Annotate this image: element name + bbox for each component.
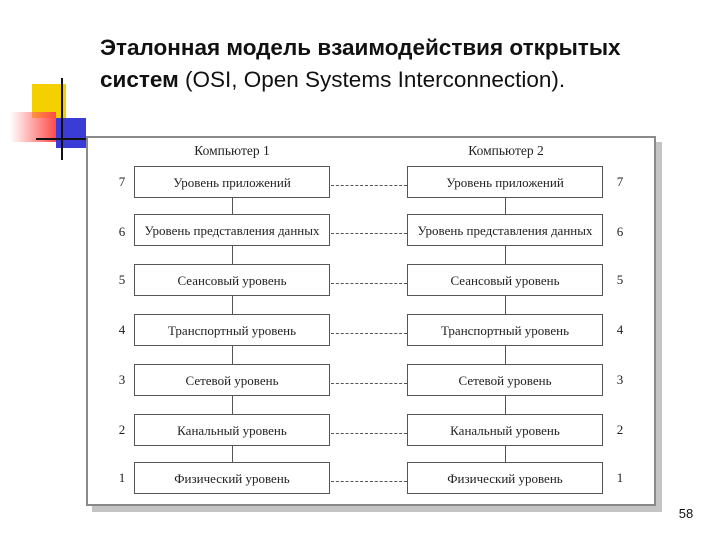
right-layer-box: Уровень представления данных xyxy=(407,214,603,246)
right-layer-number: 6 xyxy=(616,224,624,239)
computer-2-header: Компьютер 2 xyxy=(468,143,544,158)
peer-link-dashed xyxy=(331,383,407,384)
peer-link-dashed xyxy=(331,185,407,186)
right-layer-number: 1 xyxy=(616,470,624,485)
peer-link-dashed xyxy=(331,481,407,482)
right-vertical-connector xyxy=(505,396,506,416)
left-layer-number: 7 xyxy=(118,174,126,189)
left-layer-number: 1 xyxy=(118,470,126,485)
right-layer-box: Уровень приложений xyxy=(407,166,603,198)
left-vertical-connector xyxy=(232,198,233,218)
left-layer-number: 5 xyxy=(118,272,126,287)
right-layer-number: 5 xyxy=(616,272,624,287)
decor-red-square xyxy=(10,112,56,142)
right-layer-number: 2 xyxy=(616,422,624,437)
left-vertical-connector xyxy=(232,446,233,466)
left-layer-box: Сетевой уровень xyxy=(134,364,330,396)
slide-title-bold: Эталонная модель взаимодействия открытых… xyxy=(100,35,621,92)
right-layer-box: Транспортный уровень xyxy=(407,314,603,346)
right-layer-box: Физический уровень xyxy=(407,462,603,494)
left-layer-box: Канальный уровень xyxy=(134,414,330,446)
left-vertical-connector xyxy=(232,246,233,266)
right-layer-box: Сетевой уровень xyxy=(407,364,603,396)
slide-title: Эталонная модель взаимодействия открытых… xyxy=(100,32,700,96)
right-vertical-connector xyxy=(505,198,506,218)
left-vertical-connector xyxy=(232,346,233,366)
slide-title-rest: (OSI, Open Systems Interconnection). xyxy=(178,67,566,92)
peer-link-dashed xyxy=(331,333,407,334)
left-layer-number: 4 xyxy=(118,322,126,337)
right-vertical-connector xyxy=(505,446,506,466)
right-layer-number: 7 xyxy=(616,174,624,189)
left-layer-number: 2 xyxy=(118,422,126,437)
right-vertical-connector xyxy=(505,246,506,266)
right-layer-number: 4 xyxy=(616,322,624,337)
left-layer-box: Уровень приложений xyxy=(134,166,330,198)
decor-horizontal-line xyxy=(36,138,98,140)
peer-link-dashed xyxy=(331,233,407,234)
right-layer-box: Сеансовый уровень xyxy=(407,264,603,296)
page-number: 58 xyxy=(678,506,694,521)
left-layer-number: 3 xyxy=(118,372,126,387)
left-vertical-connector xyxy=(232,396,233,416)
peer-link-dashed xyxy=(331,433,407,434)
right-vertical-connector xyxy=(505,296,506,316)
left-layer-box: Транспортный уровень xyxy=(134,314,330,346)
left-layer-number: 6 xyxy=(118,224,126,239)
left-layer-box: Уровень представления данных xyxy=(134,214,330,246)
computer-1-header: Компьютер 1 xyxy=(194,143,270,158)
right-vertical-connector xyxy=(505,346,506,366)
left-layer-box: Физический уровень xyxy=(134,462,330,494)
right-layer-number: 3 xyxy=(616,372,624,387)
left-vertical-connector xyxy=(232,296,233,316)
right-layer-box: Канальный уровень xyxy=(407,414,603,446)
decor-vertical-line xyxy=(61,78,63,160)
left-layer-box: Сеансовый уровень xyxy=(134,264,330,296)
peer-link-dashed xyxy=(331,283,407,284)
